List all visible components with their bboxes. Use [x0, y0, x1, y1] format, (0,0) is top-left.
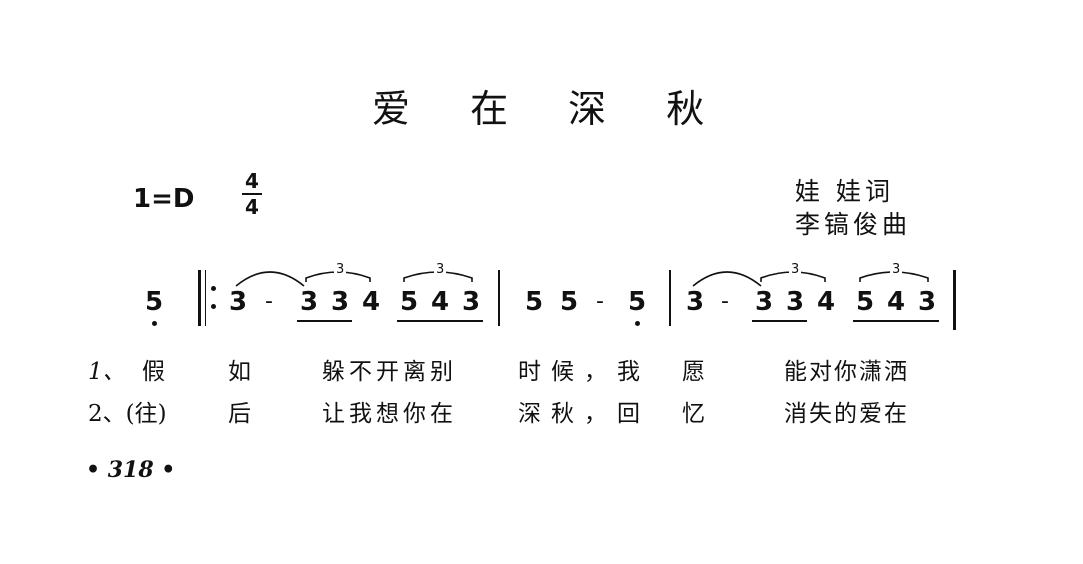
verse2-number: 2、(往) [88, 401, 167, 427]
repeat-dot-lower [211, 304, 216, 309]
note: 3 [228, 287, 248, 317]
note: 5 [627, 287, 647, 317]
triplet-number: 3 [890, 262, 903, 277]
dash: - [596, 289, 604, 314]
tie-arc [692, 271, 762, 287]
note: 5 [559, 287, 579, 317]
low-octave-dot [635, 321, 640, 326]
barline-1 [498, 270, 500, 326]
key-signature: 1=D [133, 184, 195, 214]
lyricist-credit: 娃 娃词 [795, 177, 894, 206]
note: 3 [461, 287, 481, 317]
time-signature-top: 4 [245, 169, 259, 193]
lyric-word: 消失的爱在 [784, 401, 909, 427]
eighth-underline [397, 320, 483, 322]
note: 5 [855, 287, 875, 317]
triplet-number: 3 [334, 262, 347, 277]
note: 3 [330, 287, 350, 317]
lyric-word: 让我想你在 [322, 401, 457, 427]
eighth-underline [752, 320, 807, 322]
note: 3 [685, 287, 705, 317]
composer-credit: 李镐俊曲 [795, 210, 912, 239]
lyric-word: 如 [228, 359, 251, 385]
lyric-word: 后 [228, 401, 251, 427]
pickup-note: 5 [144, 287, 164, 317]
note: 4 [886, 287, 906, 317]
note: 4 [816, 287, 836, 317]
repeat-barline-thin [205, 270, 206, 326]
lyric-word: 深秋，回 [518, 401, 650, 427]
repeat-barline-thick [198, 270, 201, 326]
note: 3 [917, 287, 937, 317]
note: 4 [430, 287, 450, 317]
time-signature: 4 4 [240, 170, 264, 218]
repeat-dot-upper [211, 286, 216, 291]
lyric-word: 能对你潇洒 [784, 359, 909, 385]
note: 3 [785, 287, 805, 317]
barline-3 [953, 270, 956, 330]
tie-arc [235, 271, 305, 287]
note: 5 [524, 287, 544, 317]
lyric-word: 假 [142, 359, 165, 385]
triplet-number: 3 [434, 262, 447, 277]
note: 3 [299, 287, 319, 317]
dash: - [265, 289, 273, 314]
lyric-word: 时候，我 [518, 359, 650, 385]
time-signature-line [242, 193, 262, 195]
eighth-underline [297, 320, 352, 322]
lyric-word: 忆 [682, 401, 705, 427]
lyric-word: 躲不开离别 [322, 359, 457, 385]
time-signature-bottom: 4 [245, 195, 259, 219]
note: 4 [361, 287, 381, 317]
song-title: 爱 在 深 秋 [372, 87, 729, 131]
eighth-underline [853, 320, 939, 322]
lyric-word: 愿 [682, 359, 705, 385]
triplet-number: 3 [789, 262, 802, 277]
low-octave-dot [152, 321, 157, 326]
note: 5 [399, 287, 419, 317]
dash: - [721, 289, 729, 314]
page-number: • 318 • [86, 457, 176, 483]
barline-2 [669, 270, 671, 326]
verse1-number: 1、 [88, 359, 126, 385]
note: 3 [754, 287, 774, 317]
